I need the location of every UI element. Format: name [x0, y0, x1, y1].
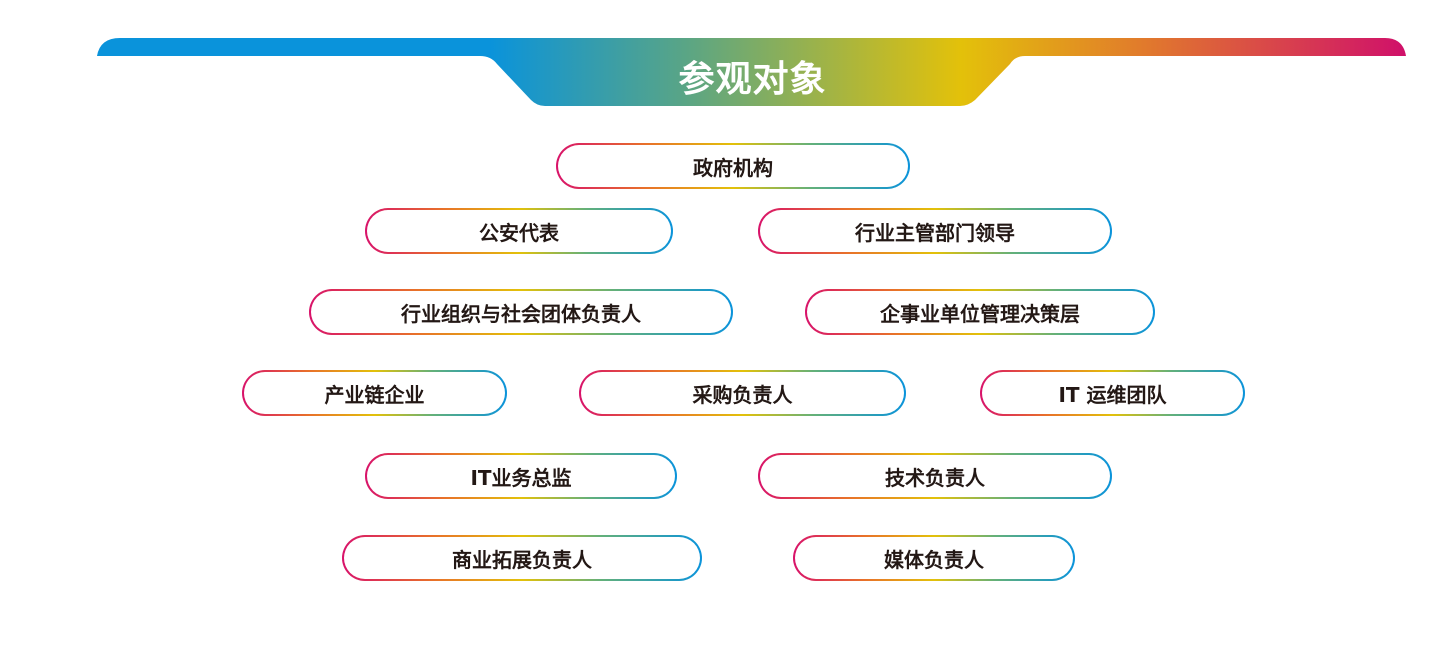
- audience-item: 公安代表: [365, 208, 673, 254]
- page-title: 参观对象: [678, 59, 827, 100]
- audience-item: 产业链企业: [242, 370, 507, 416]
- audience-item: IT 运维团队: [980, 370, 1245, 416]
- audience-item: 采购负责人: [579, 370, 906, 416]
- audience-item: 行业组织与社会团体负责人: [309, 289, 733, 335]
- audience-item: 行业主管部门领导: [758, 208, 1112, 254]
- header-banner: [97, 38, 1406, 106]
- audience-item: 商业拓展负责人: [342, 535, 702, 581]
- audience-item: 企事业单位管理决策层: [805, 289, 1155, 335]
- audience-item: IT业务总监: [365, 453, 677, 499]
- audience-item: 技术负责人: [758, 453, 1112, 499]
- audience-item: 政府机构: [556, 143, 910, 189]
- audience-item: 媒体负责人: [793, 535, 1075, 581]
